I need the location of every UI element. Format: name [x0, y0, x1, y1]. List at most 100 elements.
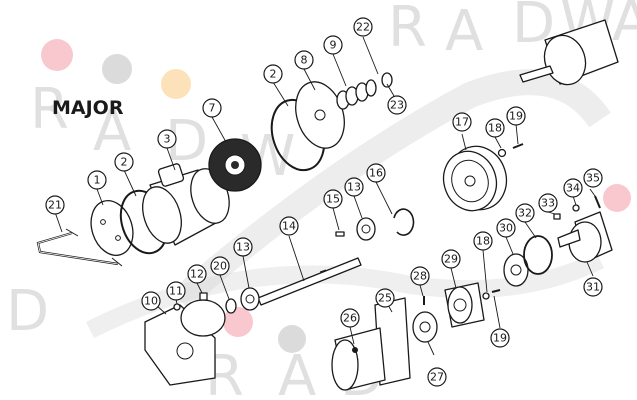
callout-28: 28	[410, 266, 430, 286]
callout-20: 20	[210, 256, 230, 276]
callout-label: 28	[413, 270, 427, 283]
callout-25: 25	[375, 288, 395, 308]
callout-label: 34	[566, 182, 580, 195]
callout-13: 13	[233, 237, 253, 257]
callout-label: 7	[209, 102, 216, 115]
callout-label: 19	[509, 110, 523, 123]
callout-26: 26	[340, 308, 360, 328]
callout-label: 13	[236, 241, 250, 254]
callout-label: 14	[282, 220, 296, 233]
part-washer-34	[572, 204, 580, 212]
callout-label: 31	[586, 281, 600, 294]
callout-label: 26	[343, 312, 357, 325]
part-circlip	[393, 208, 415, 236]
callout-label: 32	[518, 207, 532, 220]
part-pump-body	[142, 163, 230, 246]
part-key-15	[335, 231, 345, 237]
part-bearing-right	[356, 217, 376, 241]
callout-label: 21	[48, 199, 62, 212]
callout-label: 33	[541, 197, 555, 210]
part-motor	[519, 19, 619, 86]
callout-7: 7	[202, 98, 222, 118]
watermark-letter: R	[30, 77, 69, 142]
callout-15: 15	[323, 189, 343, 209]
callout-label: 27	[430, 371, 444, 384]
part-bracket	[144, 299, 226, 386]
callout-32: 32	[515, 203, 535, 223]
part-pulley	[442, 145, 508, 212]
callout-2: 2	[263, 64, 283, 84]
callout-label: 2	[270, 68, 277, 81]
part-ring-23	[381, 72, 393, 88]
callout-3: 3	[157, 129, 177, 149]
watermark-letter: A	[445, 0, 483, 64]
part-washer-18b	[482, 292, 490, 300]
callout-17: 17	[452, 112, 472, 132]
callout-label: 15	[326, 193, 340, 206]
watermark-dot-pink-2	[223, 307, 253, 337]
callout-16: 16	[366, 163, 386, 183]
part-coupling-27	[412, 311, 438, 343]
callout-19: 19	[506, 106, 526, 126]
watermark-dot-gray-2	[278, 325, 306, 353]
part-ring-20	[225, 298, 237, 314]
callout-14: 14	[279, 216, 299, 236]
watermark-dot-orange	[161, 69, 191, 99]
callout-34: 34	[563, 178, 583, 198]
part-flange	[557, 211, 613, 263]
callout-label: 25	[378, 292, 392, 305]
callout-9: 9	[323, 35, 343, 55]
callout-label: 18	[476, 235, 490, 248]
part-screw-19	[512, 143, 524, 149]
callout-12: 12	[187, 264, 207, 284]
part-u-bolt	[36, 228, 123, 267]
callout-29: 29	[441, 249, 461, 269]
callout-label: 19	[493, 332, 507, 345]
watermark-dot-pink-3	[603, 184, 631, 212]
watermark-letter: A	[612, 0, 637, 54]
callout-label: 13	[347, 181, 361, 194]
callout-19: 19	[490, 328, 510, 348]
callout-22: 22	[353, 17, 373, 37]
part-gear-housing	[331, 297, 411, 391]
callout-label: 11	[169, 285, 183, 298]
part-pin-33	[553, 213, 561, 220]
leader-lines	[54, 36, 596, 356]
callout-18: 18	[473, 231, 493, 251]
callout-label: 9	[330, 39, 337, 52]
part-bearing-left	[240, 287, 260, 311]
callout-label: 16	[369, 167, 383, 180]
callout-13: 13	[344, 177, 364, 197]
callout-label: 2	[121, 156, 128, 169]
callout-31: 31	[583, 277, 603, 297]
part-wear-plate	[295, 81, 345, 149]
callout-33: 33	[538, 193, 558, 213]
callout-18: 18	[485, 118, 505, 138]
callout-30: 30	[496, 218, 516, 238]
part-washer-18	[497, 148, 507, 158]
callout-label: 17	[455, 116, 469, 129]
callout-label: 18	[488, 122, 502, 135]
callout-label: 3	[164, 133, 171, 146]
part-screw-35	[594, 195, 601, 209]
part-end-cover	[90, 200, 134, 256]
callout-2: 2	[114, 152, 134, 172]
watermark-letter: A	[278, 344, 316, 400]
callout-11: 11	[166, 281, 186, 301]
part-nut-12	[199, 292, 208, 301]
diagram-title: MAJOR	[52, 97, 124, 119]
callout-1: 1	[87, 170, 107, 190]
watermark-swoosh	[171, 69, 611, 310]
callout-label: 22	[356, 21, 370, 34]
part-gear-30	[503, 253, 529, 287]
callout-label: 20	[213, 260, 227, 273]
part-impeller	[208, 138, 262, 192]
watermark-dot-gray	[102, 54, 132, 84]
callout-21: 21	[45, 195, 65, 215]
part-shaft	[257, 257, 362, 306]
part-o-ring-32	[523, 235, 553, 275]
callout-label: 10	[144, 295, 158, 308]
watermark-letter: D	[6, 279, 49, 344]
